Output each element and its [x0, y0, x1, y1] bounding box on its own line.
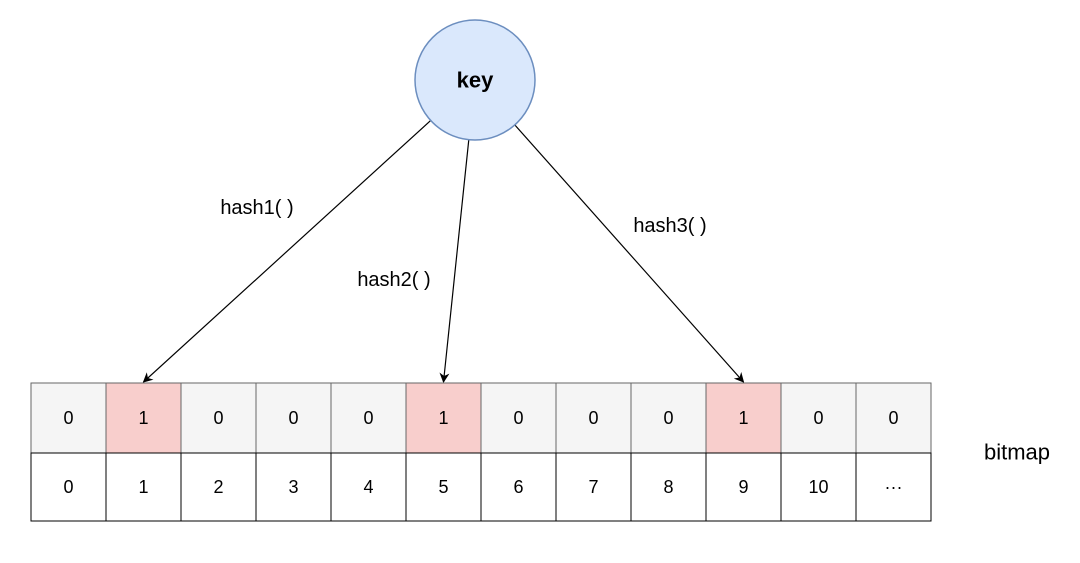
index-value: 1 [138, 477, 148, 497]
bit-cell: 0 [780, 382, 857, 454]
bit-cell: 1 [105, 382, 182, 454]
bit-value: 0 [513, 408, 523, 428]
index-cell: 10 [780, 452, 857, 522]
index-cell: 0 [30, 452, 107, 522]
bit-cell-box [105, 382, 182, 454]
index-cell-box [555, 452, 632, 522]
index-value: 6 [513, 477, 523, 497]
bit-cell-box [630, 382, 707, 454]
index-cell-box [330, 452, 407, 522]
index-cell: 2 [180, 452, 257, 522]
index-cell-box [630, 452, 707, 522]
index-cell-box [705, 452, 782, 522]
hash-arrow [439, 139, 470, 383]
hash-labels: hash1( ) hash2( ) hash3( ) [207, 195, 720, 293]
bit-value: 0 [663, 408, 673, 428]
index-cell-box [405, 452, 482, 522]
bit-cell: 1 [705, 382, 782, 454]
index-cell: 5 [405, 452, 482, 522]
bitmap-bits-row: 0 1 0 0 0 1 0 0 0 1 0 0 [30, 382, 932, 454]
hash-label-background [207, 195, 307, 221]
bit-value: 0 [363, 408, 373, 428]
bit-cell: 0 [480, 382, 557, 454]
index-value: 4 [363, 477, 373, 497]
bit-value: 1 [738, 408, 748, 428]
bit-value: 0 [63, 408, 73, 428]
bit-cell: 0 [180, 382, 257, 454]
index-value: 2 [213, 477, 223, 497]
index-cell: 6 [480, 452, 557, 522]
index-cell: 1 [105, 452, 182, 522]
bit-value: 0 [888, 408, 898, 428]
bitmap-index-row: 0 1 2 3 4 5 6 7 8 9 10 ··· [30, 452, 932, 522]
bit-cell: 1 [405, 382, 482, 454]
bit-cell-box [255, 382, 332, 454]
bit-cell: 0 [255, 382, 332, 454]
hash-arrow [142, 120, 432, 383]
index-cell-box [30, 452, 107, 522]
hash-function-label: hash3( ) [633, 215, 706, 237]
key-node: key [414, 19, 536, 141]
bit-cell-box [30, 382, 107, 454]
bit-cell: 0 [30, 382, 107, 454]
bit-cell: 0 [630, 382, 707, 454]
bitmap-label: bitmap [984, 440, 1050, 465]
bit-value: 0 [213, 408, 223, 428]
index-cell: ··· [855, 452, 932, 522]
bit-cell-box [855, 382, 932, 454]
bit-value: 1 [438, 408, 448, 428]
bit-value: 0 [288, 408, 298, 428]
hash-arrow [514, 124, 745, 383]
index-cell-box [180, 452, 257, 522]
index-cell: 7 [555, 452, 632, 522]
bit-cell: 0 [855, 382, 932, 454]
index-value: 7 [588, 477, 598, 497]
bit-cell-box [180, 382, 257, 454]
hash-function-label: hash1( ) [220, 197, 293, 219]
index-cell-box [255, 452, 332, 522]
index-cell: 9 [705, 452, 782, 522]
index-value: 0 [63, 477, 73, 497]
bit-cell-box [780, 382, 857, 454]
index-value: 9 [738, 477, 748, 497]
bit-value: 0 [588, 408, 598, 428]
bit-cell: 0 [555, 382, 632, 454]
index-cell: 8 [630, 452, 707, 522]
index-value: ··· [885, 477, 903, 497]
bit-cell: 0 [330, 382, 407, 454]
hash-arrows [142, 120, 745, 383]
key-label: key [457, 68, 494, 93]
bit-value: 0 [813, 408, 823, 428]
hash-label-background [344, 267, 444, 293]
bit-cell-box [705, 382, 782, 454]
index-value: 8 [663, 477, 673, 497]
hash-function-label: hash2( ) [357, 269, 430, 291]
index-cell: 4 [330, 452, 407, 522]
hash-label-background [620, 213, 720, 239]
index-cell-box [105, 452, 182, 522]
index-cell: 3 [255, 452, 332, 522]
bit-value: 1 [138, 408, 148, 428]
index-value: 5 [438, 477, 448, 497]
key-circle [414, 19, 536, 141]
index-value: 10 [808, 477, 828, 497]
index-value: 3 [288, 477, 298, 497]
bit-cell-box [480, 382, 557, 454]
index-cell-box [855, 452, 932, 522]
